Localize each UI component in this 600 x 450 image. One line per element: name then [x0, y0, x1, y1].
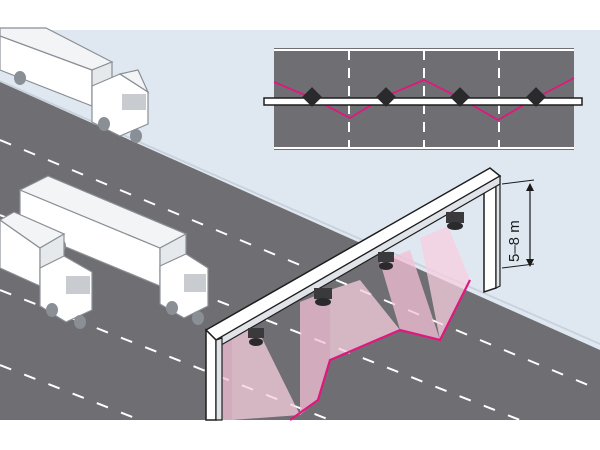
sensor-4	[446, 212, 464, 230]
inset-sensor-2	[376, 87, 396, 107]
laser-ground-line	[289, 279, 471, 421]
height-dimension-label: 5–8 m	[506, 220, 523, 262]
inset-top-view	[263, 48, 583, 150]
truck-top	[0, 27, 150, 143]
gantry-sensors	[248, 212, 464, 346]
inset-gantry-beam	[263, 97, 583, 106]
sensor-2	[314, 288, 332, 306]
gantry	[204, 167, 502, 421]
truck-bottom	[0, 211, 93, 329]
lane-marking-1	[0, 139, 600, 391]
laser-curtains	[206, 226, 470, 420]
road-surface	[0, 82, 600, 420]
inset-sensor-1	[302, 87, 322, 107]
inset-sensor-3	[450, 87, 470, 107]
sensor-1	[248, 328, 264, 346]
sensor-3	[378, 252, 394, 270]
height-dimension: 5–8 m	[501, 179, 535, 269]
